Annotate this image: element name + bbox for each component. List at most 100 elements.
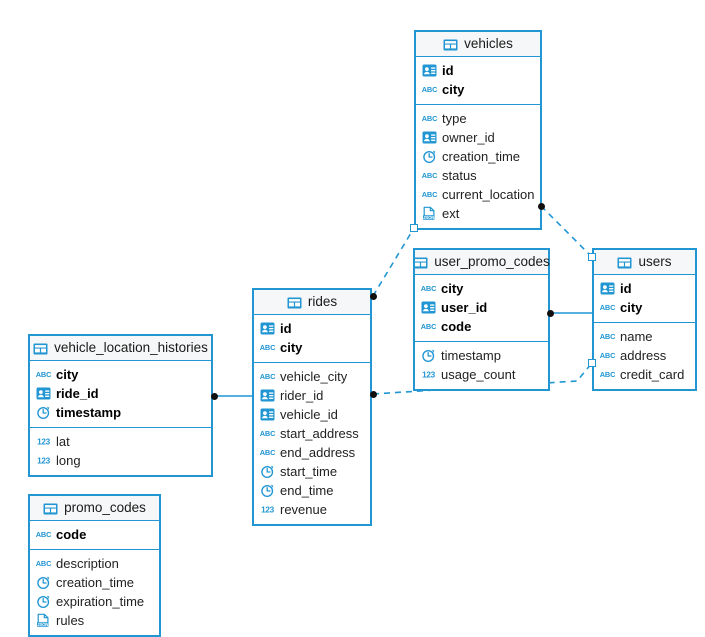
relationship-source-dot <box>369 292 377 300</box>
field-name: usage_count <box>441 367 516 382</box>
field-name: vehicle_city <box>280 369 348 384</box>
field-row[interactable]: ABC city <box>594 298 695 317</box>
field-row[interactable]: 123 usage_count <box>415 365 548 384</box>
id-card-icon <box>600 281 615 296</box>
table-grid-icon <box>617 256 632 269</box>
field-name: description <box>56 556 119 571</box>
entity-title: vehicle_location_histories <box>54 340 208 356</box>
field-row[interactable]: start_time <box>254 462 370 481</box>
field-row[interactable]: end_time <box>254 481 370 500</box>
field-name: rider_id <box>280 388 324 403</box>
abc-icon: ABC <box>260 426 275 441</box>
clock-icon <box>421 348 436 363</box>
svg-text:123: 123 <box>37 457 51 466</box>
field-name: lat <box>56 434 70 449</box>
field-row[interactable]: vehicle_id <box>254 405 370 424</box>
entity-title: user_promo_codes <box>434 254 550 270</box>
field-name: code <box>441 319 472 334</box>
field-name: vehicle_id <box>280 407 338 422</box>
abc-icon: ABC <box>422 82 437 97</box>
field-row[interactable]: ABC name <box>594 327 695 346</box>
field-row[interactable]: id <box>594 279 695 298</box>
field-row[interactable]: 123 revenue <box>254 500 370 519</box>
entity-header: promo_codes <box>30 496 159 521</box>
svg-text:ABC: ABC <box>36 370 51 379</box>
field-name: owner_id <box>442 130 495 145</box>
svg-text:ABC: ABC <box>422 114 437 123</box>
field-name: city <box>280 340 303 355</box>
field-row[interactable]: id <box>254 319 370 338</box>
field-name: end_time <box>280 483 334 498</box>
field-name: revenue <box>280 502 327 517</box>
table-grid-icon <box>33 342 48 355</box>
field-row[interactable]: timestamp <box>30 403 211 422</box>
field-row[interactable]: ABC credit_card <box>594 365 695 384</box>
svg-text:123: 123 <box>37 438 51 447</box>
svg-text:ABC: ABC <box>421 322 436 331</box>
field-row[interactable]: creation_time <box>416 147 540 166</box>
field-row[interactable]: owner_id <box>416 128 540 147</box>
field-name: city <box>441 281 464 296</box>
id-card-icon <box>260 388 275 403</box>
field-row[interactable]: user_id <box>415 298 548 317</box>
field-row[interactable]: ABC code <box>415 317 548 336</box>
field-name: timestamp <box>441 348 501 363</box>
id-card-icon <box>260 321 275 336</box>
entity-title: rides <box>307 294 338 310</box>
field-row[interactable]: creation_time <box>30 573 159 592</box>
field-row[interactable]: rider_id <box>254 386 370 405</box>
entity-header: users <box>594 250 695 275</box>
field-name: credit_card <box>620 367 685 382</box>
svg-text:JSON: JSON <box>423 215 434 220</box>
svg-text:ABC: ABC <box>600 332 615 341</box>
field-row[interactable]: expiration_time <box>30 592 159 611</box>
svg-text:123: 123 <box>261 506 275 515</box>
field-row[interactable]: ride_id <box>30 384 211 403</box>
clock-icon <box>36 594 51 609</box>
abc-icon: ABC <box>600 300 615 315</box>
abc-icon: ABC <box>36 527 51 542</box>
relationship-source-dot <box>369 390 377 398</box>
field-name: name <box>620 329 653 344</box>
json-file-icon: JSON <box>36 613 51 628</box>
field-row[interactable]: 123 lat <box>30 432 211 451</box>
field-row[interactable]: id <box>416 61 540 80</box>
svg-text:ABC: ABC <box>600 370 615 379</box>
svg-text:123: 123 <box>422 371 436 380</box>
svg-text:ABC: ABC <box>36 530 51 539</box>
id-card-icon <box>421 300 436 315</box>
number-123-icon: 123 <box>260 502 275 517</box>
field-row[interactable]: timestamp <box>415 346 548 365</box>
field-name: start_time <box>280 464 338 479</box>
relationship-target-square <box>588 359 596 367</box>
entity-header: rides <box>254 290 370 315</box>
field-name: city <box>620 300 643 315</box>
